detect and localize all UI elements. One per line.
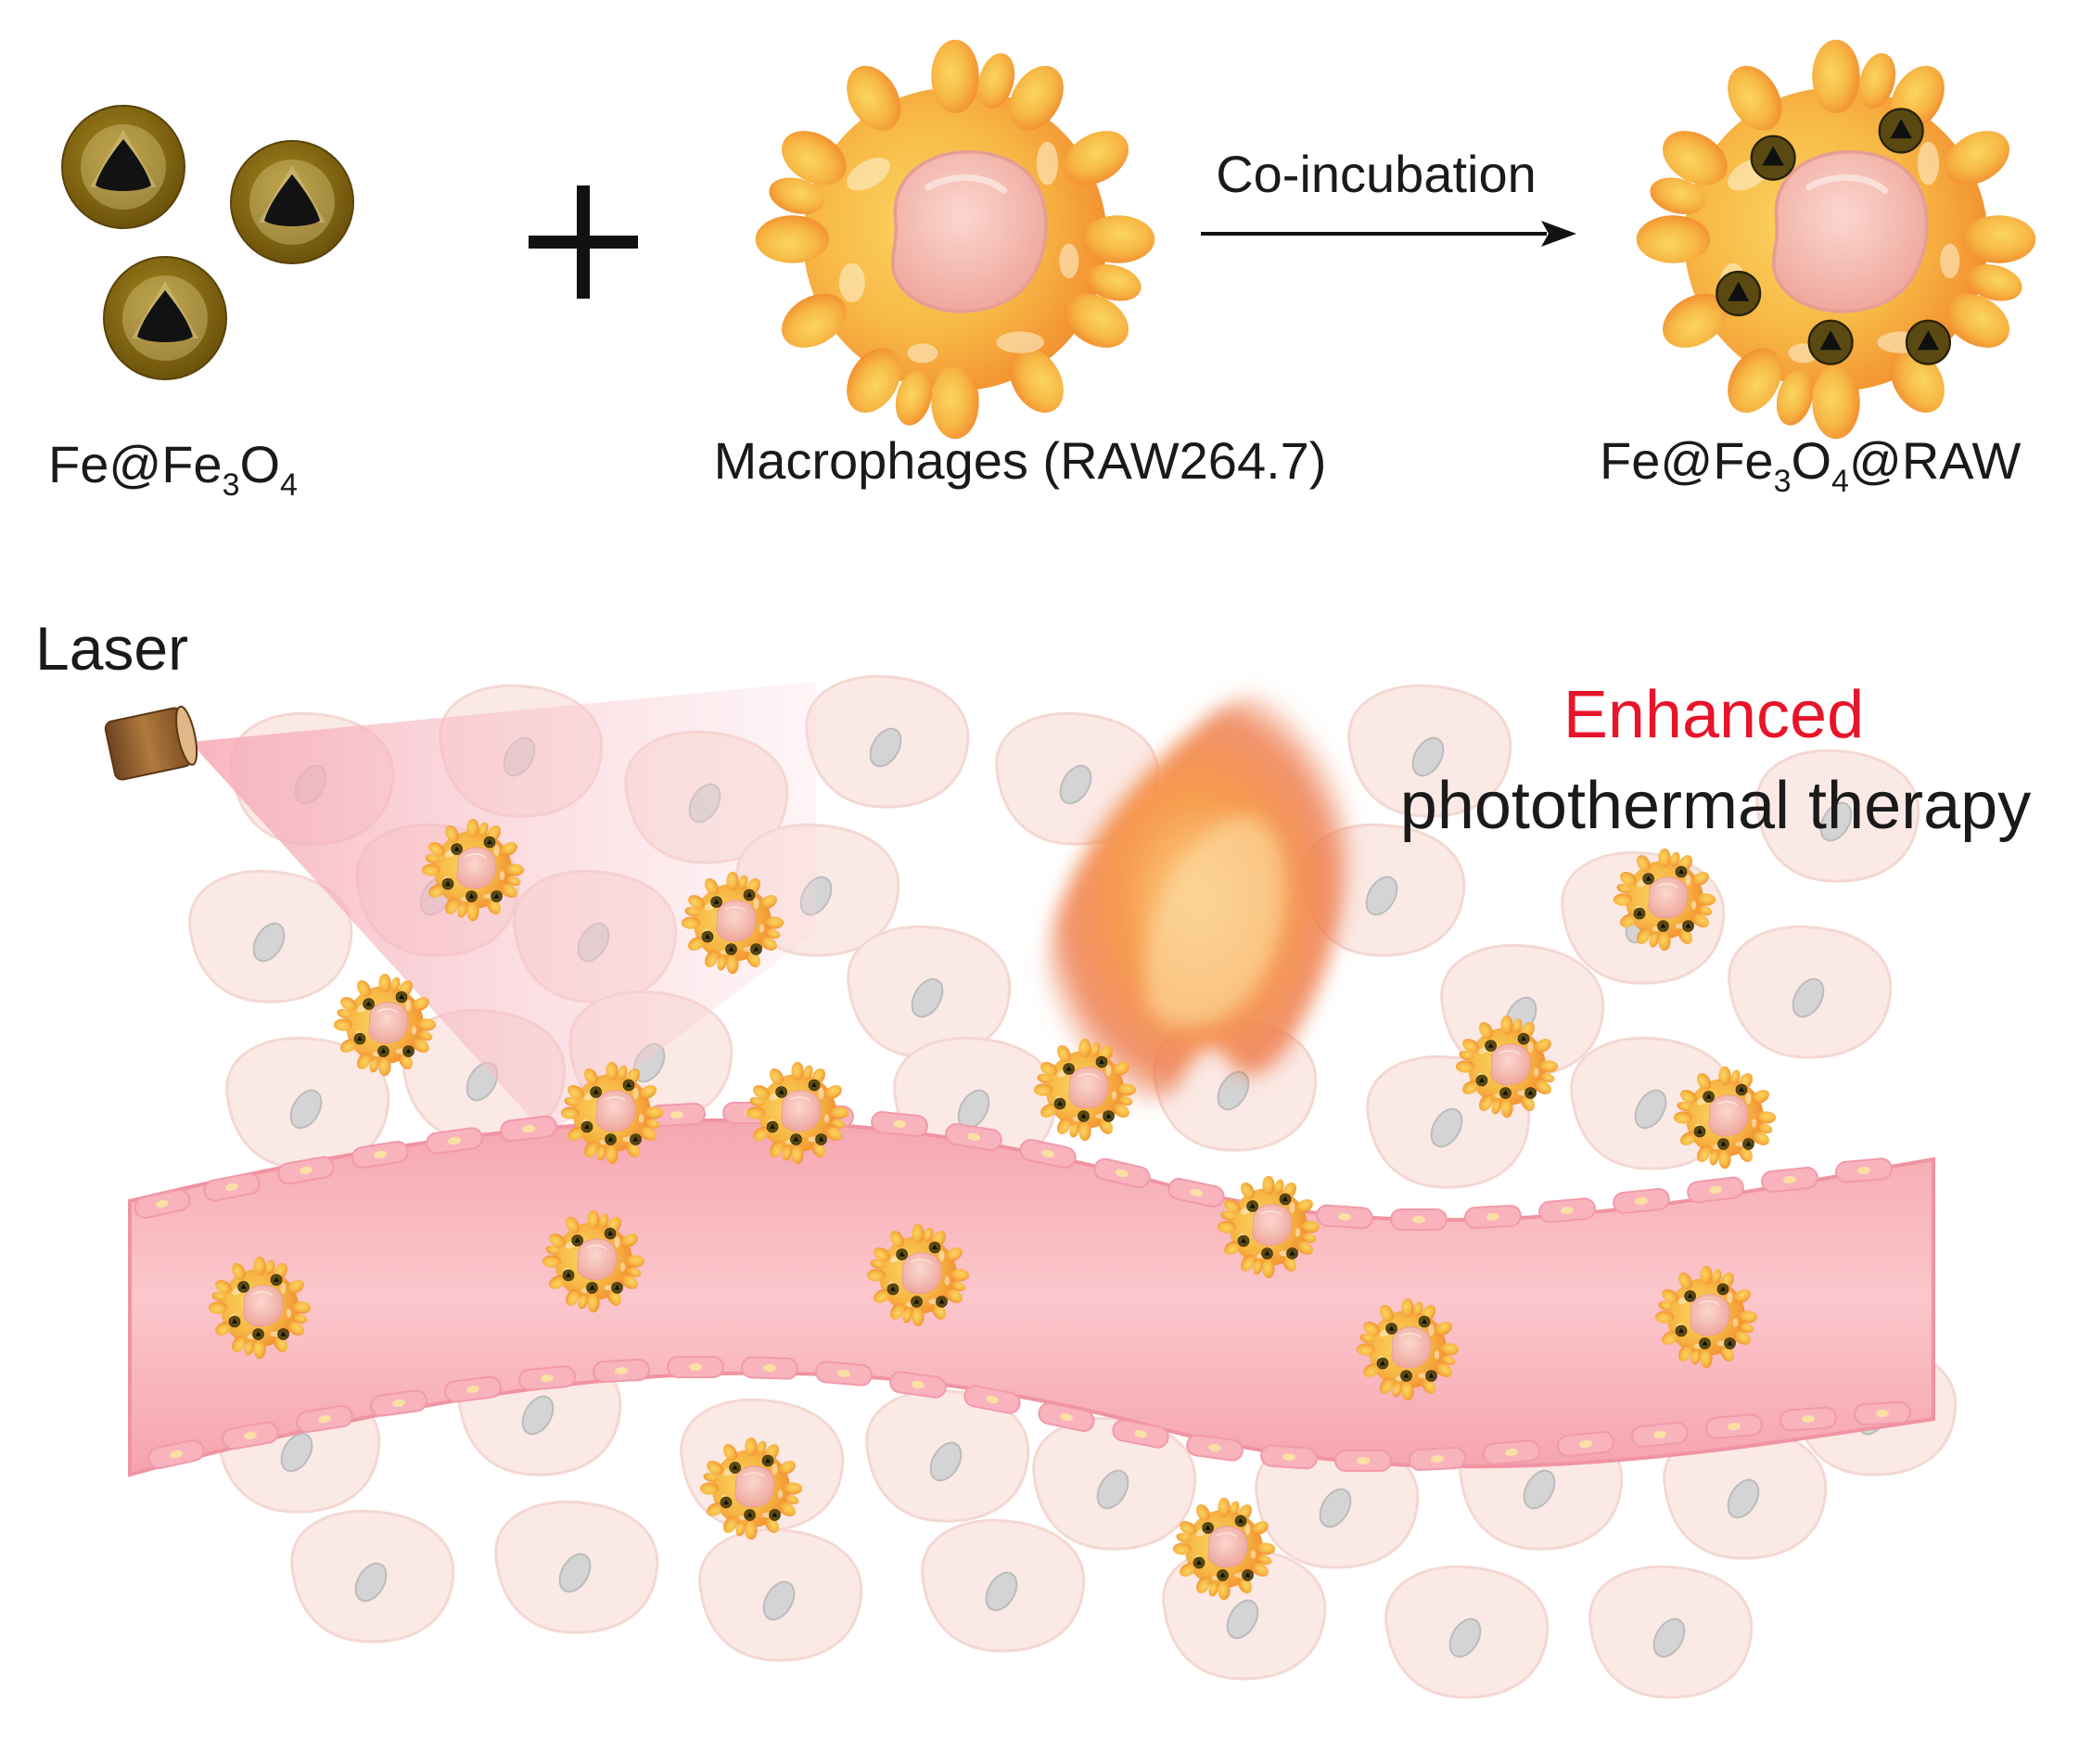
laser-label: Laser — [35, 614, 188, 683]
tissue-cell-icon — [1032, 1416, 1197, 1551]
flame-icon — [1044, 690, 1351, 1105]
tissue-cell-icon — [805, 674, 970, 809]
tissue-cell-icon — [1588, 1565, 1754, 1699]
core-shell-nanoparticle-icon — [61, 105, 185, 229]
tissue-cell-icon — [921, 1518, 1086, 1653]
nanoparticle-label: Fe@Fe3O4 — [48, 435, 298, 503]
laser-device-icon — [104, 705, 198, 781]
macrophage-label: Macrophages (RAW264.7) — [714, 431, 1327, 490]
nanoparticle-group — [61, 105, 354, 380]
arrow-right-icon — [1201, 221, 1576, 247]
core-shell-nanoparticle-icon — [103, 256, 227, 380]
laser-beam — [190, 682, 816, 1136]
tissue-cell-icon — [290, 1509, 455, 1643]
tissue-cell-icon — [1728, 925, 1893, 1059]
tissue-cell-icon — [698, 1528, 863, 1662]
co-incubation-label: Co-incubation — [1216, 145, 1537, 203]
plus-icon — [529, 185, 638, 299]
core-shell-nanoparticle-icon — [230, 140, 354, 264]
macrophage-icon — [756, 40, 1155, 440]
loaded-macrophage-icon — [1637, 40, 2036, 440]
enhanced-label: Enhanced — [1563, 678, 1864, 752]
tissue-cell-icon — [847, 925, 1012, 1059]
tissue-cell-icon — [494, 1500, 659, 1634]
loaded-macrophage-label: Fe@Fe3O4@RAW — [1600, 431, 2022, 499]
therapy-label: photothermal therapy — [1400, 769, 2031, 843]
tissue-cell-icon — [1384, 1565, 1550, 1699]
